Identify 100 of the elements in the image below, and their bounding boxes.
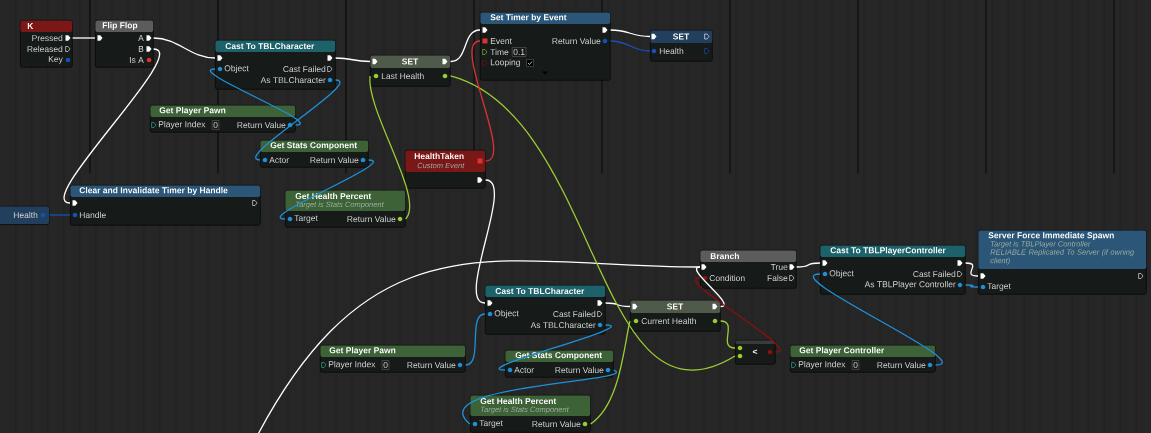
wire <box>48 214 71 216</box>
blueprint-node <box>630 300 721 332</box>
wire <box>604 302 631 308</box>
pin-label: Return Value <box>532 420 581 428</box>
pin-label: Key <box>48 56 63 64</box>
wire <box>152 37 216 59</box>
blueprint-node <box>215 40 336 90</box>
wire <box>498 324 612 371</box>
node-title: Get Stats Component <box>270 142 357 150</box>
wire <box>449 75 736 370</box>
node-title: Server Force Immediate Spawn <box>988 232 1114 240</box>
node-title: SET <box>402 58 419 65</box>
pin-label: Player Index <box>158 121 206 129</box>
node-title: Clear and Invalidate Timer by Handle <box>79 187 228 195</box>
node-title: Get Player Pawn <box>329 347 396 355</box>
pin-label: As TBLCharacter <box>530 321 596 329</box>
wire <box>449 29 481 63</box>
pin-label: Return Value <box>555 366 604 374</box>
blueprint-node <box>405 150 486 189</box>
blueprint-node <box>260 140 369 168</box>
wire <box>695 277 781 353</box>
wire <box>589 320 631 425</box>
pin-label: Actor <box>269 157 289 163</box>
wire <box>812 273 943 366</box>
pin-label: Return Value <box>407 361 456 369</box>
value-field: 0 <box>212 120 220 130</box>
pin-label: Looping <box>490 59 520 67</box>
blueprint-node <box>320 345 466 373</box>
pin-label: Object <box>829 270 854 278</box>
blueprint-node <box>505 350 614 378</box>
blueprint-node <box>700 250 797 289</box>
wire <box>719 320 736 349</box>
wire <box>795 262 821 268</box>
node-title: Get Player Pawn <box>159 107 226 115</box>
pin-label: Is A <box>129 57 144 63</box>
pin-label: Target <box>987 283 1011 291</box>
wire <box>609 29 651 38</box>
wire <box>334 57 371 63</box>
wire <box>475 179 495 304</box>
pin-label: Handle <box>79 211 106 219</box>
blueprint-node <box>285 190 406 228</box>
pin-label: Player Index <box>798 361 846 369</box>
wire <box>695 266 725 308</box>
pin-label: A <box>138 35 144 41</box>
wire <box>369 75 411 220</box>
pin-label: Cast Failed <box>913 270 956 278</box>
node-title: SET <box>673 33 690 40</box>
pin-label: Target <box>479 420 503 428</box>
value-field: 0 <box>382 360 390 370</box>
pin-label: Object <box>494 310 519 318</box>
pin-label: Time <box>490 48 509 56</box>
node-title: K <box>27 23 34 29</box>
pin-label: True <box>770 264 788 270</box>
node-title: Set Timer by Event <box>490 14 567 22</box>
pin-label: Target <box>294 215 318 223</box>
node-title: < <box>752 349 758 354</box>
pin-label: Pressed <box>32 34 63 42</box>
pin-label: B <box>138 46 144 52</box>
pin-label: As TBLCharacter <box>260 76 326 84</box>
node-title: HealthTaken <box>414 152 464 160</box>
blueprint-node <box>480 12 611 81</box>
pin-label: Condition <box>709 274 745 282</box>
node-title: Cast To TBLPlayerController <box>830 247 946 255</box>
node-title: Cast To TBLCharacter <box>495 287 585 295</box>
wire <box>209 68 301 126</box>
node-title: Get Player Controller <box>799 347 885 355</box>
blueprint-node <box>735 340 776 365</box>
wire <box>964 262 979 277</box>
node-title: Get Health Percent <box>480 397 557 405</box>
pin-label: Return Value <box>310 156 359 164</box>
pin-label: Return Value <box>237 121 286 129</box>
blueprint-node <box>650 30 713 62</box>
blueprint-node <box>70 185 261 226</box>
node-title: Branch <box>710 252 739 260</box>
wire <box>464 313 486 366</box>
node-title: Get Health Percent <box>295 192 372 200</box>
blueprint-node <box>978 230 1147 295</box>
blueprint-node <box>370 55 451 87</box>
node-title: SET <box>667 303 684 310</box>
pin-label: Health <box>13 211 38 219</box>
wire <box>71 37 96 39</box>
pin-label: Return Value <box>347 215 396 223</box>
pin-label: False <box>767 274 788 282</box>
pin-label: Event <box>490 38 512 44</box>
node-title: Cast To TBLCharacter <box>225 42 315 50</box>
wire <box>471 40 495 162</box>
pin-label: Actor <box>514 367 534 373</box>
pin-label: Current Health <box>641 317 696 325</box>
blueprint-node <box>790 345 936 373</box>
pin-label: Player Index <box>328 361 376 369</box>
blueprint-node <box>0 206 50 225</box>
pin-label: Released <box>27 45 63 53</box>
blueprint-node <box>820 245 966 295</box>
value-field: 0 <box>852 360 860 370</box>
pin-label: Health <box>659 47 684 55</box>
blueprint-node <box>485 285 606 335</box>
pin-label: Object <box>224 65 249 73</box>
pin-label: Return Value <box>877 361 926 369</box>
blueprint-node <box>95 20 154 68</box>
pin-label: Return Value <box>552 37 601 45</box>
